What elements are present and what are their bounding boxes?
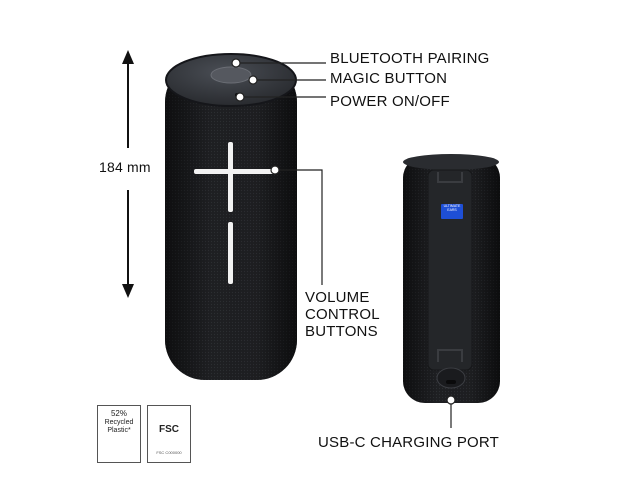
speaker-back: [403, 154, 500, 403]
volume-control-label: VOLUME CONTROL BUTTONS: [305, 289, 380, 340]
fsc-mark: FSC: [159, 424, 179, 435]
recycled-line2: Plastic*: [107, 427, 131, 434]
callout-lines: [231, 58, 456, 428]
back-brand-tag: ULTIMATE EARS: [441, 204, 463, 219]
usb-port-cover: [436, 367, 466, 389]
recycled-percent: 52%: [110, 409, 127, 418]
magic-button-label: MAGIC BUTTON: [330, 70, 448, 87]
volume-minus-icon: [228, 222, 233, 284]
back-tag-line1: ULTIMATE: [443, 204, 461, 208]
recycled-plastic-badge: 52% Recycled Plastic*: [97, 405, 141, 463]
arrow-down-icon: [122, 284, 134, 298]
fsc-code: FSC C000000: [156, 450, 182, 455]
loop-strap: [427, 169, 473, 371]
volume-plus-icon: [194, 142, 274, 212]
back-tag-line2: EARS: [447, 208, 457, 212]
volume-label-line2: CONTROL: [305, 306, 380, 323]
volume-label-line3: BUTTONS: [305, 323, 378, 340]
recycled-line1: Recycled: [104, 419, 134, 426]
magic-button: [210, 66, 252, 84]
power-label: POWER ON/OFF: [330, 93, 450, 110]
height-dimension-arrow: [122, 50, 134, 298]
speaker-front: [165, 53, 297, 380]
arrow-up-icon: [122, 50, 134, 64]
fsc-badge: FSC FSC C000000: [147, 405, 191, 463]
usb-port-label: USB-C CHARGING PORT: [318, 434, 500, 451]
bluetooth-pairing-label: BLUETOOTH PAIRING: [330, 50, 490, 67]
volume-label-line1: VOLUME: [305, 289, 370, 306]
height-dimension-label: 184 mm: [99, 159, 151, 175]
